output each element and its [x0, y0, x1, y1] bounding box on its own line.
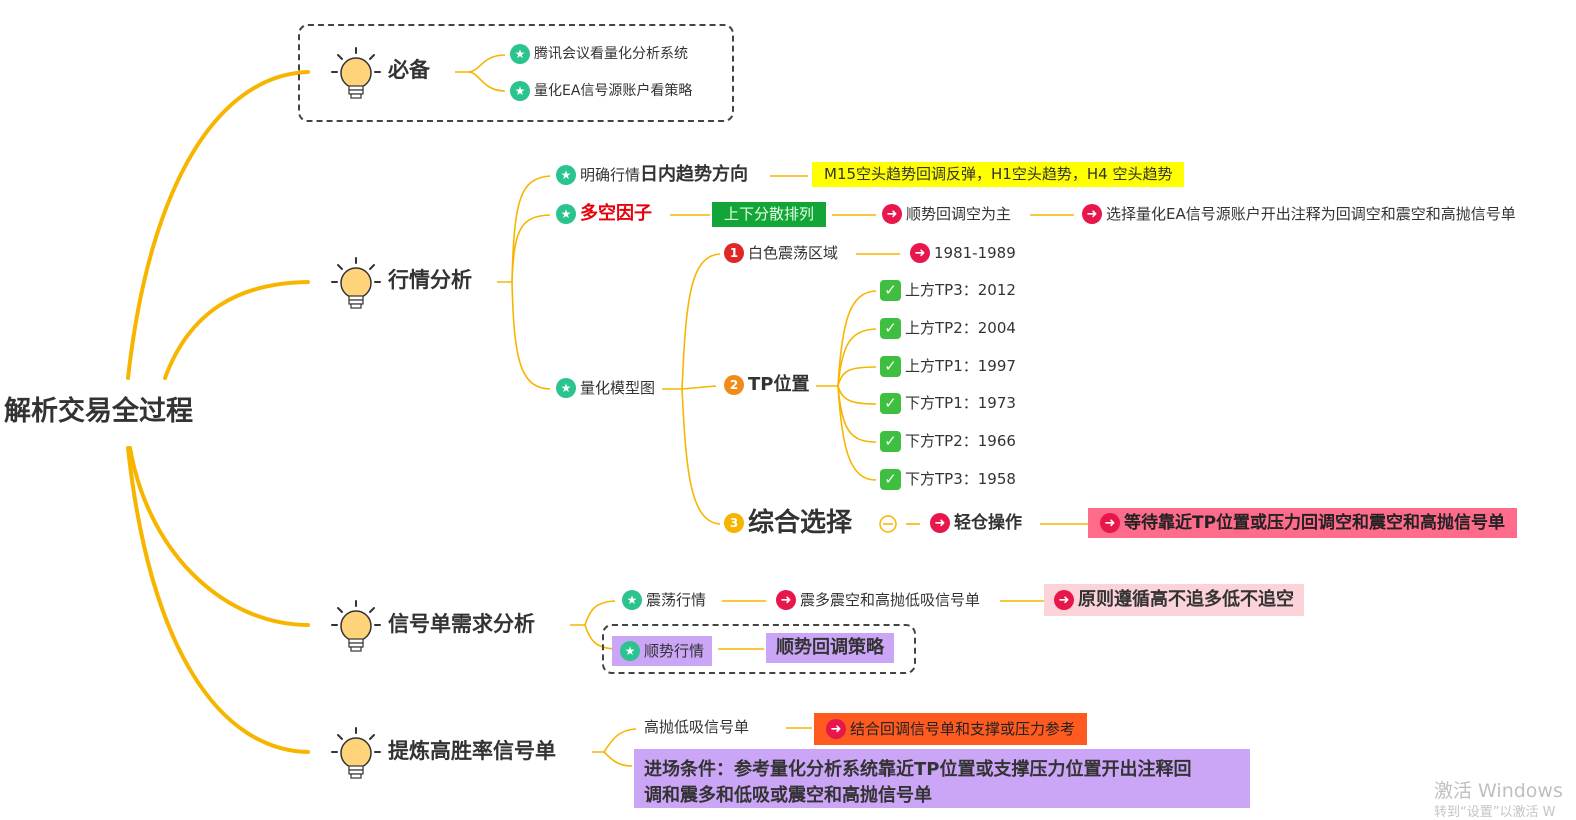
number-3-icon: 3: [724, 513, 744, 533]
factor-step[interactable]: ➜ 选择量化EA信号源账户开出注释为回调空和震空和高抛信号单: [1082, 204, 1516, 224]
topic-signal-analysis[interactable]: 信号单需求分析: [388, 612, 535, 636]
star-icon: ★: [510, 44, 530, 64]
star-icon: ★: [556, 165, 576, 185]
lightbulb-icon: [331, 257, 381, 309]
arrow-right-icon: ➜: [1054, 590, 1074, 610]
star-icon: ★: [556, 204, 576, 224]
prepare-item[interactable]: ★ 量化EA信号源账户看策略: [510, 81, 692, 101]
activation-watermark-subtext: 转到“设置”以激活 W: [1434, 805, 1556, 820]
arrow-right-icon: ➜: [882, 204, 902, 224]
trend-detail-tag[interactable]: M15空头趋势回调反弹，H1空头趋势，H4 空头趋势: [812, 162, 1185, 187]
tp-item[interactable]: ✓下方TP1：1973: [880, 393, 1016, 414]
quant-model-chart[interactable]: ★ 量化模型图: [556, 378, 655, 398]
collapse-toggle[interactable]: [879, 515, 897, 533]
tp-position[interactable]: 2 TP位置: [724, 375, 809, 395]
lightbulb-icon: [331, 47, 381, 99]
tp-item[interactable]: ✓上方TP2：2004: [880, 318, 1016, 339]
long-short-factor[interactable]: ★ 多空因子: [556, 204, 652, 224]
star-icon: ★: [620, 641, 640, 661]
lightbulb-icon: [331, 600, 381, 652]
combo-detail-tag[interactable]: ➜ 等待靠近TP位置或压力回调空和震空和高抛信号单: [1088, 508, 1518, 538]
zone-value[interactable]: ➜ 1981-1989: [910, 243, 1016, 263]
combo-step[interactable]: ➜ 轻仓操作: [930, 513, 1022, 533]
star-icon: ★: [510, 81, 530, 101]
topic-market-analysis[interactable]: 行情分析: [388, 268, 472, 292]
refine-detail-tag[interactable]: ➜ 结合回调信号单和支撑或压力参考: [814, 713, 1088, 745]
range-market[interactable]: ★ 震荡行情: [622, 590, 706, 610]
range-step[interactable]: ➜ 震多震空和高抛低吸信号单: [776, 590, 980, 610]
checkmark-icon: ✓: [880, 469, 901, 490]
arrow-right-icon: ➜: [930, 513, 950, 533]
arrow-right-icon: ➜: [1100, 513, 1120, 533]
trend-market[interactable]: ★ 顺势行情: [612, 636, 713, 666]
number-1-icon: 1: [724, 243, 744, 263]
white-range-zone[interactable]: 1 白色震荡区域: [724, 243, 838, 263]
market-trend-direction[interactable]: ★ 明确行情日内趋势方向: [556, 165, 748, 185]
arrow-right-icon: ➜: [826, 719, 846, 739]
arrow-right-icon: ➜: [910, 243, 930, 263]
prepare-frame: [298, 24, 734, 122]
topic-refine-signal[interactable]: 提炼高胜率信号单: [388, 739, 556, 763]
checkmark-icon: ✓: [880, 356, 901, 377]
factor-tag[interactable]: 上下分散排列: [712, 202, 827, 227]
star-icon: ★: [556, 378, 576, 398]
lightbulb-icon: [331, 727, 381, 779]
checkmark-icon: ✓: [880, 393, 901, 414]
root-title[interactable]: 解析交易全过程: [4, 396, 193, 427]
range-rule-tag[interactable]: ➜ 原则遵循高不追多低不追空: [1044, 584, 1304, 616]
factor-step[interactable]: ➜ 顺势回调空为主: [882, 204, 1011, 224]
tp-item[interactable]: ✓下方TP3：1958: [880, 469, 1016, 490]
tp-item[interactable]: ✓上方TP3：2012: [880, 280, 1016, 301]
prepare-item[interactable]: ★ 腾讯会议看量化分析系统: [510, 44, 688, 64]
checkmark-icon: ✓: [880, 318, 901, 339]
topic-prepare[interactable]: 必备: [388, 58, 430, 82]
trend-strategy-tag[interactable]: 顺势回调策略: [766, 633, 894, 663]
checkmark-icon: ✓: [880, 280, 901, 301]
entry-condition-box[interactable]: 进场条件：参考量化分析系统靠近TP位置或支撑压力位置开出注释回 调和震多和低吸或…: [634, 749, 1250, 808]
checkmark-icon: ✓: [880, 431, 901, 452]
star-icon: ★: [622, 590, 642, 610]
activation-watermark: 激活 Windows: [1434, 780, 1563, 802]
tp-item[interactable]: ✓上方TP1：1997: [880, 356, 1016, 377]
arrow-right-icon: ➜: [1082, 204, 1102, 224]
combined-choice[interactable]: 3 综合选择: [724, 510, 852, 536]
tp-item[interactable]: ✓下方TP2：1966: [880, 431, 1016, 452]
high-low-signal[interactable]: 高抛低吸信号单: [644, 718, 750, 736]
arrow-right-icon: ➜: [776, 590, 796, 610]
number-2-icon: 2: [724, 375, 744, 395]
trend-market-frame: [602, 624, 916, 674]
